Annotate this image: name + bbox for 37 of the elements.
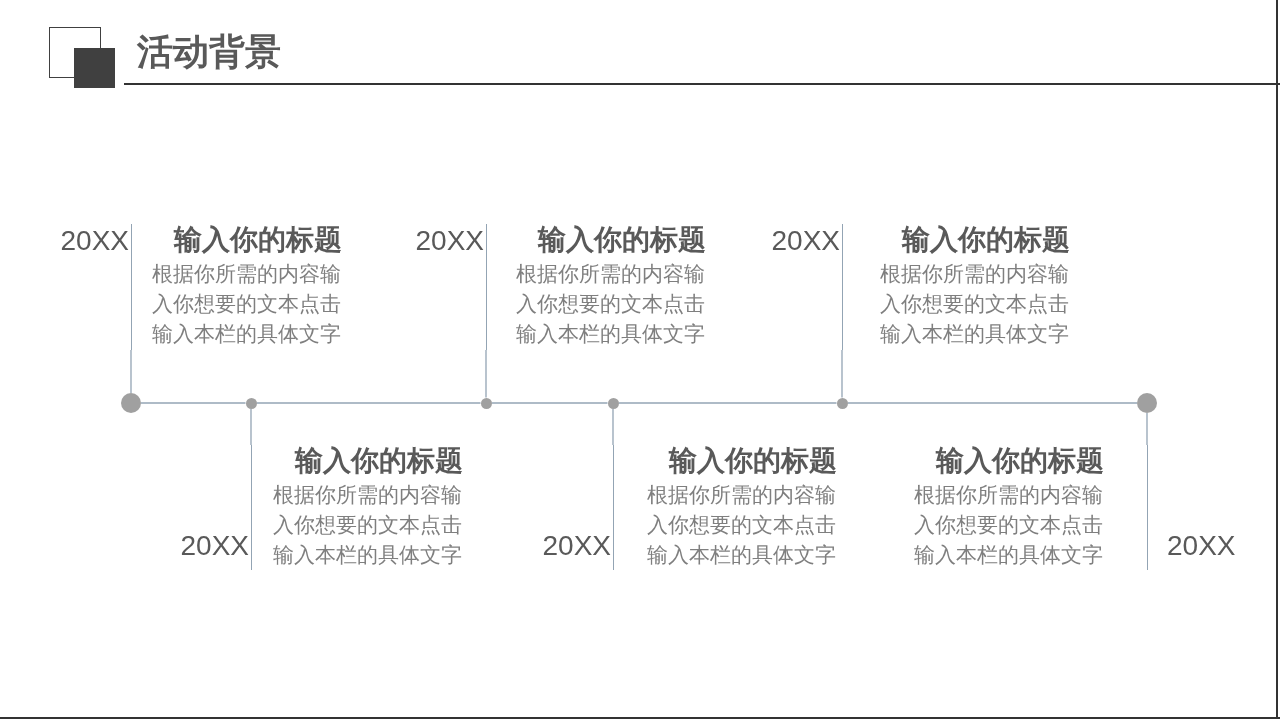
entry-description: 根据你所需的内容输入你想要的文本点击输入本栏的具体文字 xyxy=(646,482,837,568)
connector-line xyxy=(130,349,132,394)
timeline-segment xyxy=(846,402,1138,404)
timeline-dot xyxy=(121,393,141,413)
entry-description: 根据你所需的内容输入你想要的文本点击输入本栏的具体文字 xyxy=(272,482,463,568)
year-label: 20XX xyxy=(415,225,484,257)
timeline-segment xyxy=(140,402,247,404)
entry-heading: 输入你的标题 xyxy=(668,445,837,477)
entry-description: 根据你所需的内容输入你想要的文本点击输入本栏的具体文字 xyxy=(913,482,1104,568)
timeline-segment xyxy=(490,402,609,404)
entry-heading: 输入你的标题 xyxy=(537,224,706,256)
timeline-dot xyxy=(245,397,257,409)
connector-line xyxy=(612,407,614,446)
connector-line xyxy=(250,407,252,446)
entry-description: 根据你所需的内容输入你想要的文本点击输入本栏的具体文字 xyxy=(151,261,342,347)
entry-heading: 输入你的标题 xyxy=(173,224,342,256)
entry-heading: 输入你的标题 xyxy=(935,445,1104,477)
entry-heading: 输入你的标题 xyxy=(901,224,1070,256)
entry-description: 根据你所需的内容输入你想要的文本点击输入本栏的具体文字 xyxy=(879,261,1070,347)
year-label: 20XX xyxy=(542,530,611,562)
timeline-segment xyxy=(255,402,482,404)
slide-title: 活动背景 xyxy=(137,32,281,72)
timeline-segment xyxy=(617,402,838,404)
year-label: 20XX xyxy=(180,530,249,562)
connector-line xyxy=(485,349,487,399)
timeline-dot xyxy=(480,397,492,409)
entry-description: 根据你所需的内容输入你想要的文本点击输入本栏的具体文字 xyxy=(515,261,706,347)
timeline-dot xyxy=(607,397,619,409)
connector-line xyxy=(841,349,843,399)
year-label: 20XX xyxy=(1167,530,1236,562)
timeline-dot xyxy=(836,397,848,409)
year-label: 20XX xyxy=(771,225,840,257)
timeline-entry xyxy=(913,445,1148,570)
timeline-dot xyxy=(1137,393,1157,413)
year-label: 20XX xyxy=(60,225,129,257)
connector-line xyxy=(1146,412,1148,446)
entry-heading: 输入你的标题 xyxy=(294,445,463,477)
